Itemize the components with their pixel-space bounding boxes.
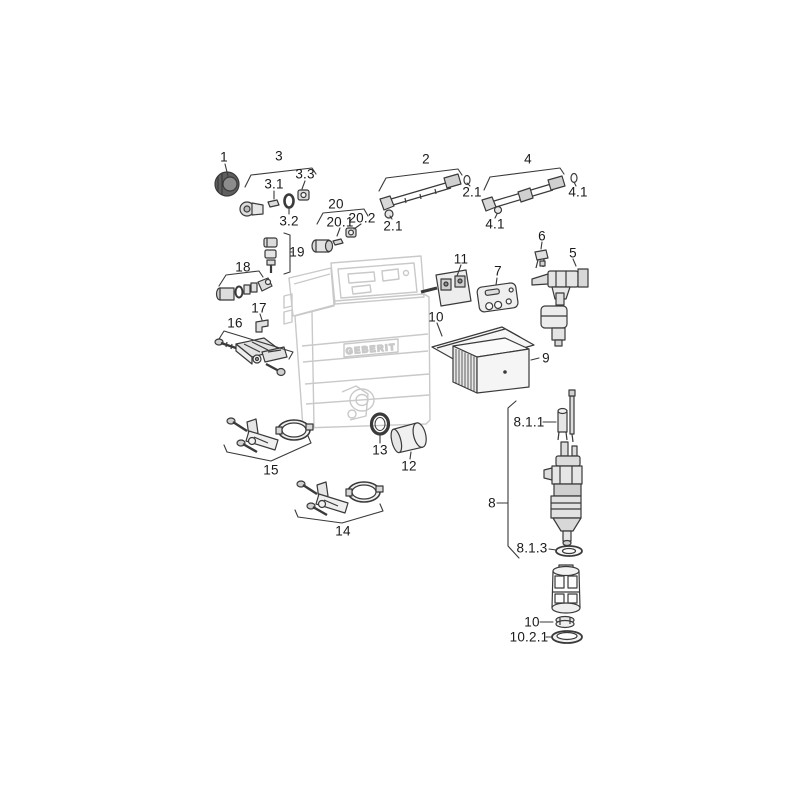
part-7-cover-plate [476,282,519,313]
part-17-clip [255,319,269,333]
part-10-valve-basket-group [551,564,583,644]
part-18-connector [215,277,273,301]
part-20-connection-set [311,227,357,253]
cistern-tank-outline: GEBERIT [283,255,431,429]
part-1-protection-cap [214,171,240,197]
part-8-flush-valve [543,389,583,557]
leader-lines [218,163,577,638]
part-12-outlet-cuff [390,422,427,454]
part-2-supply-hose [379,173,471,219]
part-5-fill-valve [531,268,589,347]
part-4-supply-hose [481,172,578,215]
part-13-seal-ring [369,412,391,436]
part-3-stopcock-group [239,189,310,217]
part-11-lever-plate [420,269,472,307]
part-6-clip [534,249,549,269]
part-14-pipe-clamp-set [296,480,384,517]
part-19-fitting-set [263,237,278,273]
part-9-protection-box [452,337,530,394]
part-16-wall-bracket-set [214,337,288,377]
part-15-pipe-clamp-set [226,417,314,454]
